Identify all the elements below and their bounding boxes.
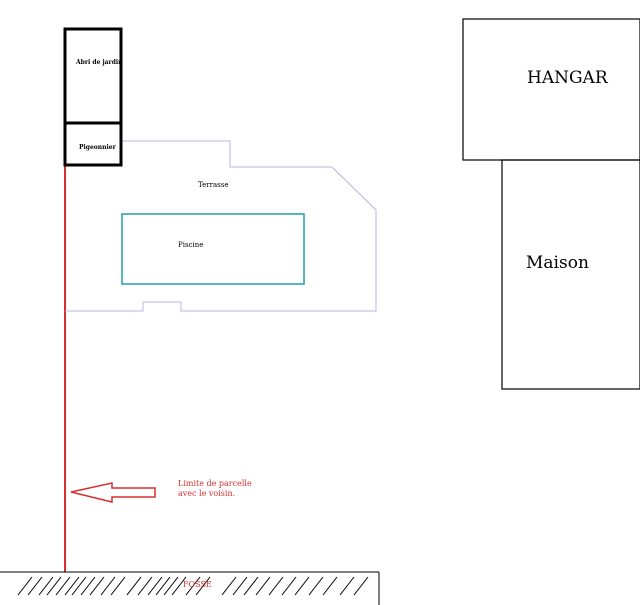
dovecote [63, 121, 123, 167]
house [501, 159, 640, 390]
house-label: Maison [526, 253, 589, 273]
pool-outline [121, 213, 305, 285]
boundary-arrow [70, 482, 156, 503]
hangar-label: HANGAR [527, 68, 608, 88]
boundary-label-line2: avec le voisin. [178, 489, 236, 498]
pool-label: Piscine [178, 241, 204, 249]
ditch [0, 571, 380, 605]
boundary-label-line1: Limite de parcelle [178, 479, 252, 488]
terrace-outline [65, 140, 377, 312]
garden-shed-label: Abri de jardin [76, 59, 123, 66]
dovecote-label: Pigeonnier [79, 144, 116, 151]
terrace-label: Terrasse [198, 181, 229, 189]
garden-shed [63, 27, 123, 125]
ditch-label: FOSSE [183, 580, 212, 589]
hangar [462, 18, 640, 161]
